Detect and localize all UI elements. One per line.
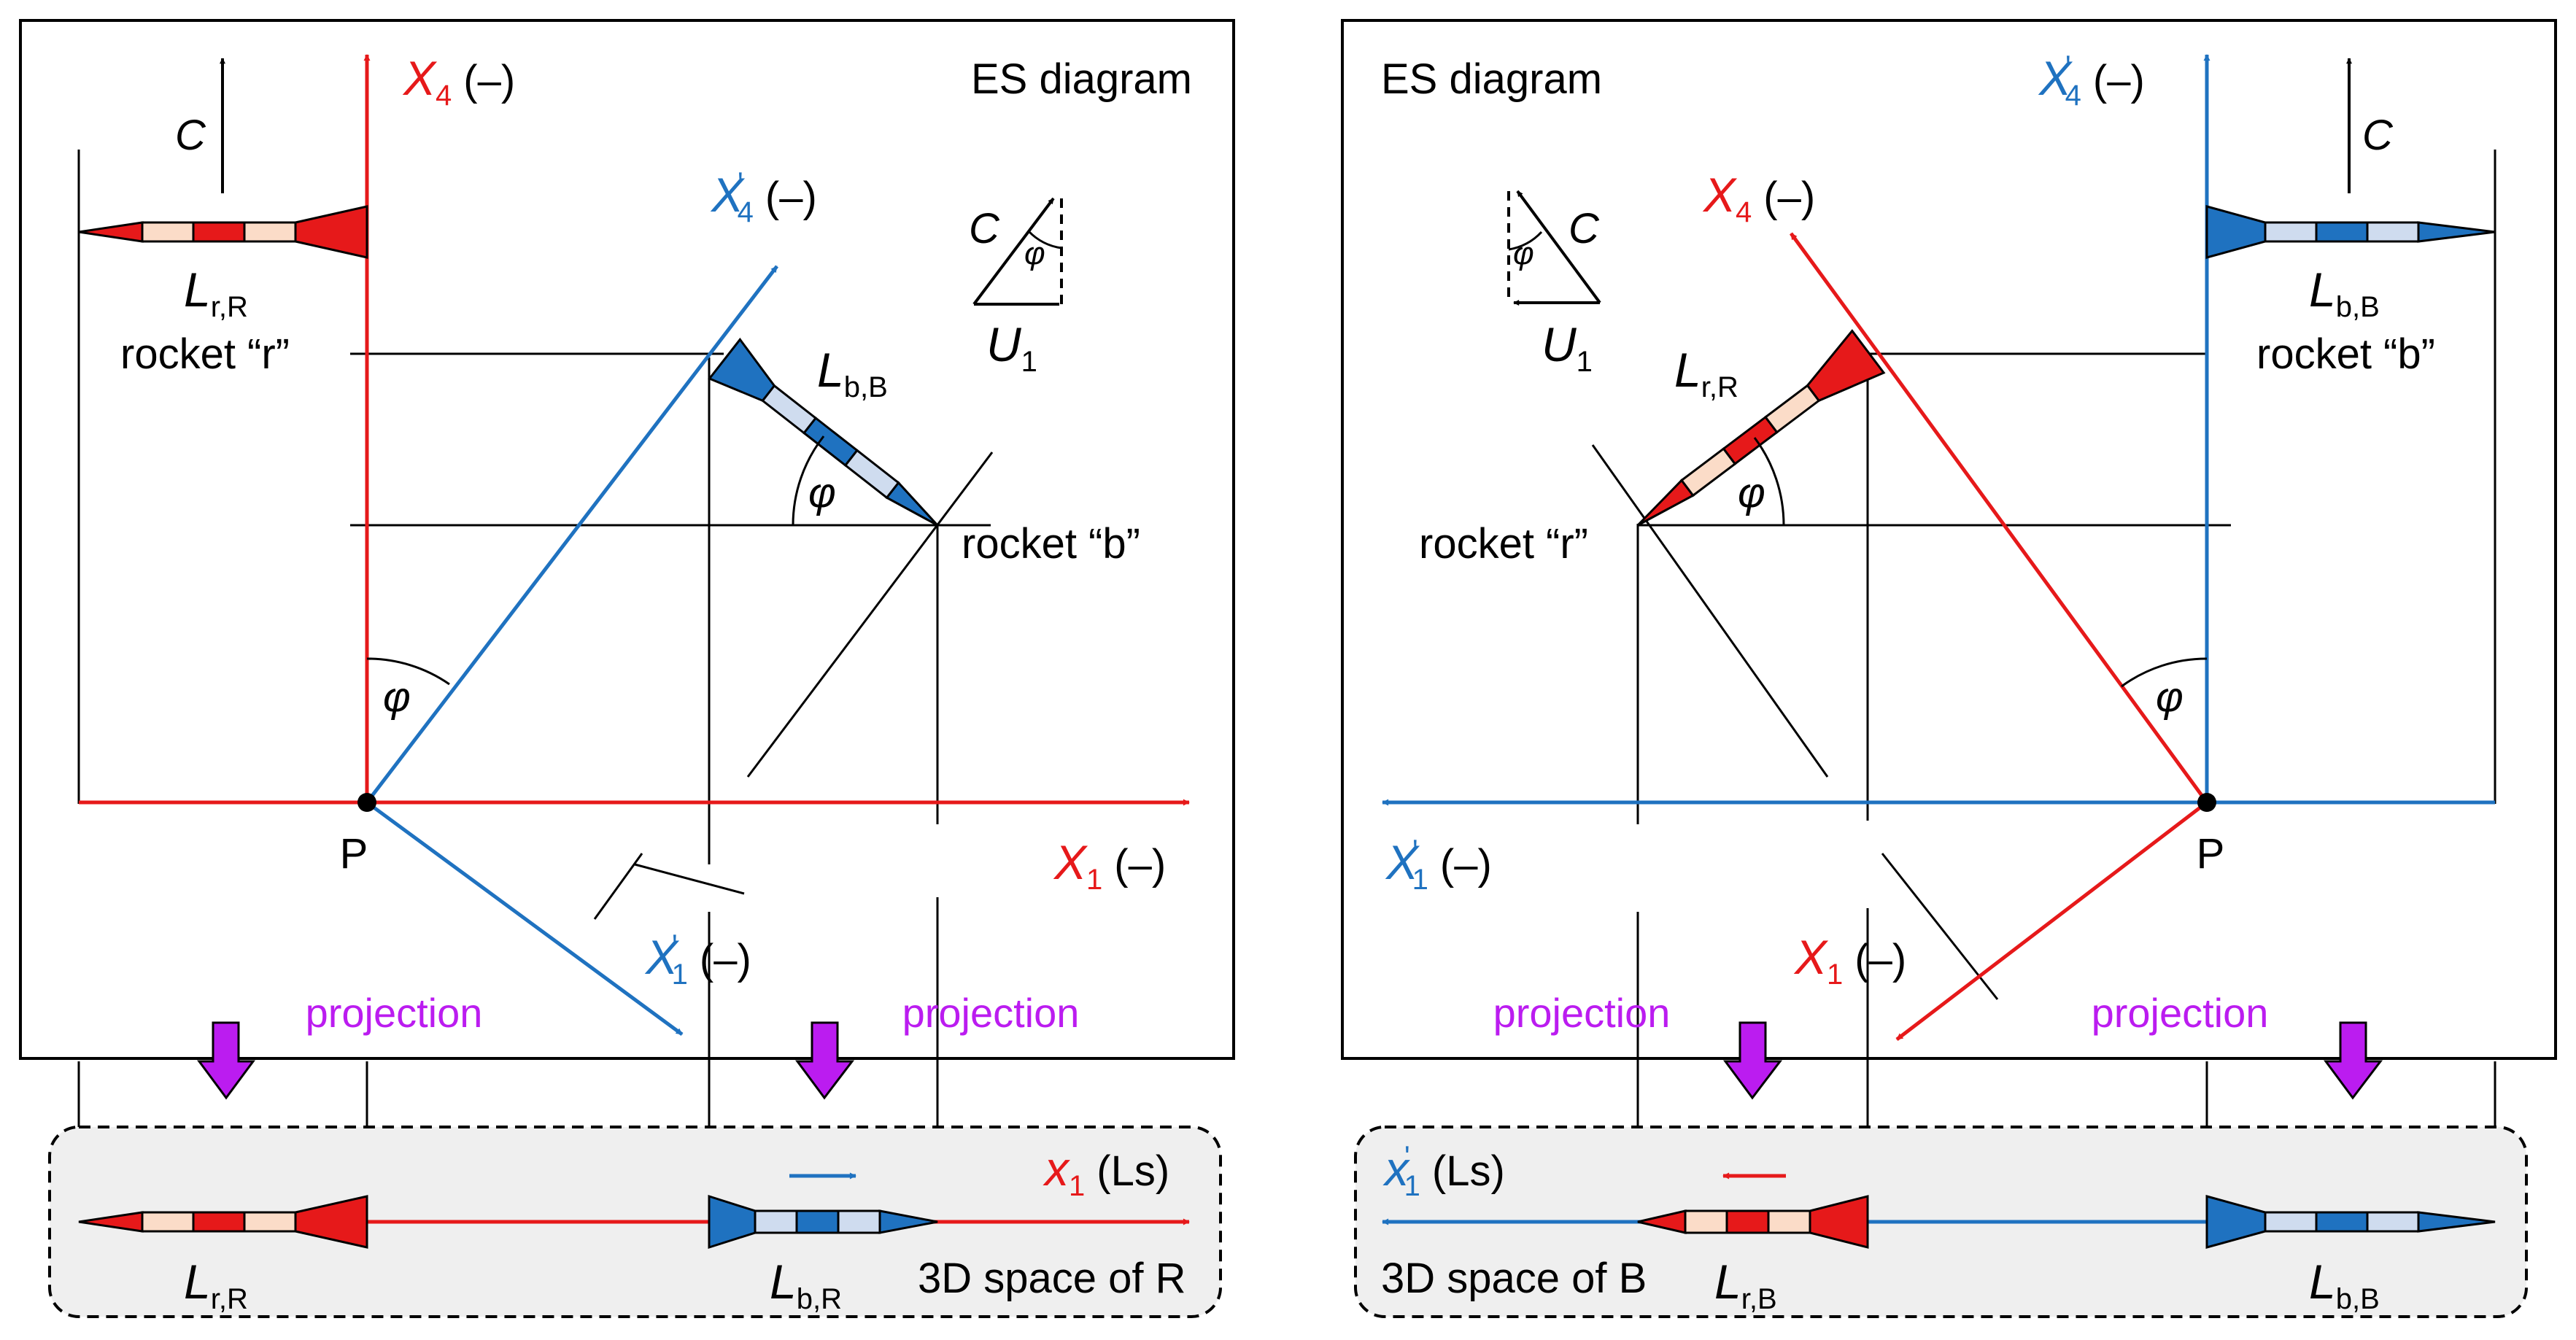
right-projection-arrow-1 <box>1723 1021 1783 1100</box>
right-inset-triangle <box>1507 190 1601 306</box>
right-inset-phi: φ <box>1513 236 1534 271</box>
right-phi-arc-bottom <box>2121 657 2208 688</box>
left-x1prime-label: X'1(–) <box>644 929 751 991</box>
left-space-lbR-label: Lb,R <box>770 1255 842 1315</box>
left-rocket-b-label: rocket “b” <box>962 520 1140 568</box>
right-space-lbB-label: Lb,B <box>2309 1255 2380 1315</box>
left-rocket-r-icon <box>78 205 368 259</box>
right-rocket-r-label: rocket “r” <box>1419 520 1588 568</box>
right-rocket-r-icon <box>1636 329 1886 527</box>
left-es-frame <box>19 19 1235 1060</box>
right-inset-c: C <box>1569 205 1600 252</box>
right-x4-axis <box>1789 232 2209 804</box>
left-phi-bottom: φ <box>383 673 411 721</box>
left-phi-top: φ <box>808 469 836 516</box>
right-c-label: C <box>2362 112 2394 159</box>
left-point-label: P <box>340 830 368 878</box>
left-projection-arrow-1 <box>197 1021 255 1100</box>
left-space-label: 3D space of R <box>918 1255 1186 1302</box>
right-inset-u: U1 <box>1542 317 1593 378</box>
left-space-rocket-b-icon <box>708 1194 938 1250</box>
left-title: ES diagram <box>971 55 1192 103</box>
right-rocket-b-icon <box>2205 205 2496 259</box>
right-x1-axis <box>1895 801 2208 1041</box>
left-rocket-b-icon <box>708 337 939 527</box>
left-x4-label: X4(–) <box>402 51 515 112</box>
right-space-lrB-label: Lr,B <box>1714 1255 1777 1315</box>
left-space-axis-label: x1(Ls) <box>1043 1142 1169 1202</box>
right-lbB-label: Lb,B <box>2309 263 2380 323</box>
right-projection-label-1: projection <box>1493 990 1671 1036</box>
left-inset-triangle <box>972 197 1063 306</box>
left-space-lrR-label: Lr,R <box>184 1255 248 1315</box>
right-title: ES diagram <box>1381 55 1602 103</box>
left-panel: ES diagram P X4(–) X1(–) X'4(–) X'1(–) <box>19 19 1235 1318</box>
left-projection-arrow-2 <box>795 1021 855 1100</box>
left-inset-u: U1 <box>986 317 1037 378</box>
right-rocket-b-label: rocket “b” <box>2256 330 2435 378</box>
right-lrR-label: Lr,R <box>1674 343 1738 403</box>
right-projection-arrow-2 <box>2324 1021 2383 1100</box>
left-inset-c: C <box>969 205 1000 252</box>
left-x1-label: X1(–) <box>1053 835 1166 896</box>
left-x1prime-tick <box>593 853 643 920</box>
left-lrR-label: Lr,R <box>184 263 248 323</box>
left-c-label: C <box>175 112 206 159</box>
right-space-rocket-b-icon <box>2205 1195 2496 1249</box>
left-rocket-r-label: rocket “r” <box>120 330 290 378</box>
left-projection-label-2: projection <box>902 990 1080 1036</box>
right-guide-lines <box>1591 150 2496 1127</box>
left-projection-label-1: projection <box>306 990 483 1036</box>
right-panel: ES diagram P X'4(–) X4(–) X'1(–) X1(–) <box>1341 19 2557 1318</box>
right-point-p <box>2197 793 2216 812</box>
left-space-rocket-r-icon <box>78 1195 368 1249</box>
left-x1prime-axis <box>365 800 684 1037</box>
left-point-p <box>357 793 376 812</box>
right-phi-arc-top <box>1753 437 1785 526</box>
right-x1-label: X1(–) <box>1793 930 1906 991</box>
right-space-rocket-r-icon <box>1637 1195 1869 1249</box>
right-es-frame <box>1341 19 2557 1060</box>
right-x1prime-label: X'1(–) <box>1385 834 1492 896</box>
right-x4prime-label: X'4(–) <box>2038 50 2145 112</box>
left-phi-arc-top <box>792 435 825 526</box>
right-phi-bottom: φ <box>2156 673 2184 721</box>
left-lbB-label: Lb,B <box>817 343 888 403</box>
left-guide-lines <box>77 150 994 1127</box>
left-phi-arc-bottom <box>366 657 450 686</box>
left-x4prime-label: X'4(–) <box>710 167 817 228</box>
left-inset-phi: φ <box>1024 236 1045 271</box>
right-space-label: 3D space of B <box>1381 1255 1647 1302</box>
left-x4prime-axis <box>365 265 778 804</box>
right-space-axis-label: x'1(Ls) <box>1382 1141 1505 1202</box>
right-phi-top: φ <box>1738 469 1765 516</box>
right-point-label: P <box>2197 830 2225 878</box>
right-x4-label: X4(–) <box>1702 168 1815 228</box>
right-projection-label-2: projection <box>2092 990 2269 1036</box>
